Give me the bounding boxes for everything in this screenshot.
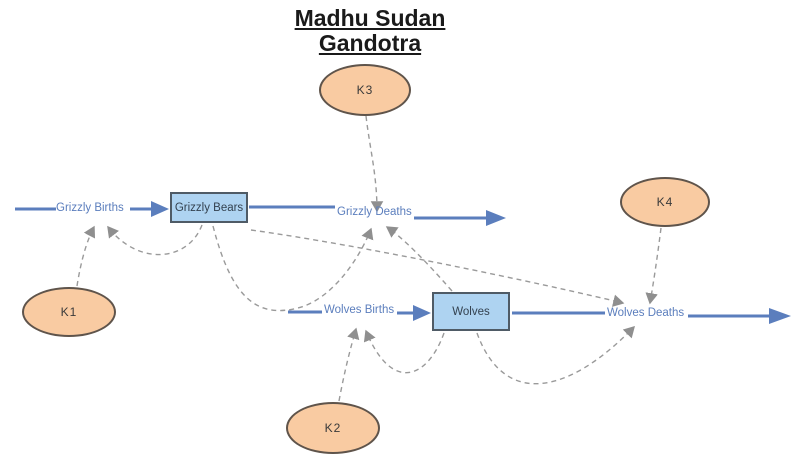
flow-valve-grizzly-deaths[interactable]: Grizzly Deaths bbox=[337, 206, 412, 218]
constant-k3-label: K3 bbox=[356, 83, 374, 97]
connector-grizzly-bears-to-grizzly-deaths[interactable] bbox=[212, 225, 374, 312]
connector-k2-to-wolves-births[interactable] bbox=[338, 327, 360, 402]
constant-k4-label: K4 bbox=[656, 195, 674, 209]
connector-wolves-to-wolves-births[interactable] bbox=[363, 329, 445, 374]
constant-k4[interactable]: K4 bbox=[620, 177, 710, 227]
flow-valve-grizzly-births[interactable]: Grizzly Births bbox=[56, 202, 124, 214]
connector-wolves-to-wolves-deaths[interactable] bbox=[476, 325, 635, 385]
flow-valve-wolves-births[interactable]: Wolves Births bbox=[324, 304, 395, 316]
stock-wolves[interactable]: Wolves bbox=[432, 292, 510, 331]
flow-arrowhead-into-wolves bbox=[413, 305, 431, 321]
connector-k3-to-grizzly-deaths[interactable] bbox=[365, 115, 384, 213]
connector-wolves-to-grizzly-deaths[interactable] bbox=[385, 226, 453, 292]
connector-k4-to-wolves-deaths[interactable] bbox=[645, 227, 662, 305]
connector-grizzly-bears-to-grizzly-births[interactable] bbox=[107, 224, 203, 256]
stock-wolves-label: Wolves bbox=[452, 305, 490, 318]
diagram-title-line1: Madhu Sudan bbox=[294, 5, 446, 31]
flow-valve-wolves-deaths[interactable]: Wolves Deaths bbox=[607, 307, 685, 319]
flow-arrowhead-into-grizzly-bears bbox=[151, 201, 169, 217]
constant-k3[interactable]: K3 bbox=[319, 64, 411, 116]
connector-grizzly-bears-to-wolves-deaths[interactable] bbox=[250, 229, 625, 307]
diagram-title-line2: Gandotra bbox=[318, 30, 422, 56]
constant-k2[interactable]: K2 bbox=[286, 402, 380, 454]
diagram-title: Madhu Sudan Gandotra bbox=[270, 6, 470, 56]
constant-k1[interactable]: K1 bbox=[22, 287, 116, 337]
constant-k2-label: K2 bbox=[324, 421, 342, 435]
connector-k1-to-grizzly-births[interactable] bbox=[76, 225, 96, 287]
stock-grizzly-bears-label: Grizzly Bears bbox=[174, 201, 244, 214]
flow-arrowhead-grizzly-deaths-sink bbox=[486, 210, 506, 226]
constant-k1-label: K1 bbox=[60, 305, 78, 319]
stock-grizzly-bears[interactable]: Grizzly Bears bbox=[170, 192, 248, 223]
flow-arrowhead-wolves-deaths-sink bbox=[769, 308, 791, 324]
